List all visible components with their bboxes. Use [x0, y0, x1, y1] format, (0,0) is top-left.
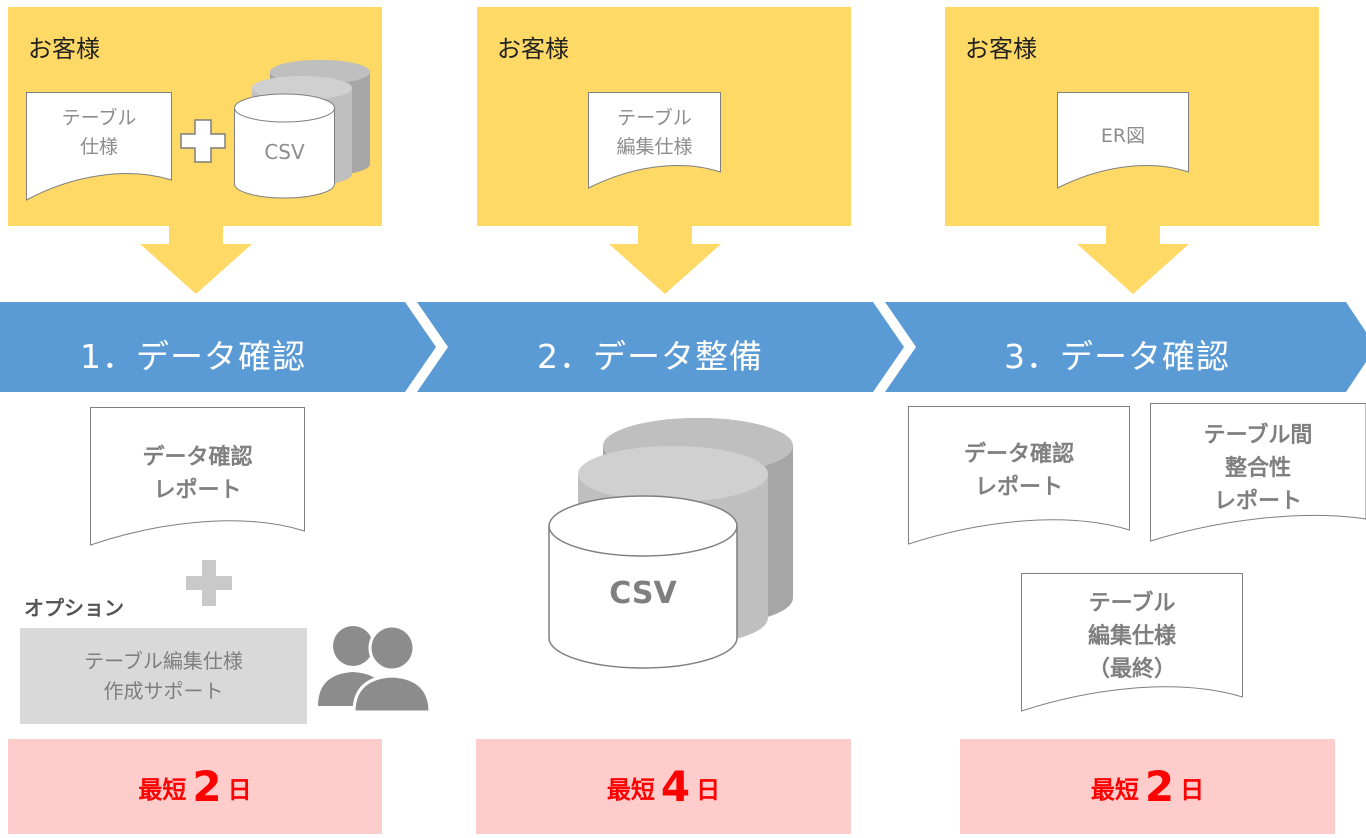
users-icon — [318, 624, 430, 712]
customer-label: お客様 — [965, 35, 1037, 63]
support-box: テーブル編集仕様 作成サポート — [20, 628, 307, 724]
csv-label: CSV — [609, 576, 677, 611]
csv-database-icon: CSV — [234, 58, 374, 200]
duration-unit: 日 — [227, 776, 252, 804]
document-data-check-report: データ確認 レポート — [908, 406, 1130, 550]
step-1-label: 1．データ確認 — [80, 337, 306, 376]
duration-number: 2 — [192, 762, 222, 811]
customer-label: お客様 — [497, 35, 569, 63]
csv-database-large-icon: CSV — [548, 418, 793, 670]
document-label: テーブル 仕様 — [61, 107, 137, 158]
customer-box-2: お客様 — [477, 7, 851, 226]
customer-label: お客様 — [28, 35, 100, 63]
document-data-check-report: データ確認 レポート — [90, 407, 305, 552]
plus-icon — [180, 119, 226, 163]
down-arrow-icon — [609, 226, 721, 294]
step-2-label: 2．データ整備 — [537, 337, 763, 376]
duration-number: 4 — [660, 762, 691, 811]
document-er-diagram: ER図 — [1057, 92, 1189, 190]
duration-unit: 日 — [1180, 776, 1205, 804]
duration-prefix: 最短 — [606, 776, 655, 804]
plus-icon — [186, 560, 232, 606]
process-banner — [0, 302, 1366, 392]
duration-unit: 日 — [696, 776, 721, 804]
document-label: テーブル 編集仕様 — [616, 107, 693, 158]
duration-prefix: 最短 — [138, 776, 187, 804]
duration-prefix: 最短 — [1090, 776, 1139, 804]
document-table-spec: テーブル 仕様 — [26, 92, 172, 202]
down-arrow-icon — [140, 226, 252, 294]
document-label: データ確認 レポート — [142, 445, 253, 503]
document-label: テーブル 編集仕様 （最終） — [1087, 591, 1176, 682]
document-consistency-report: テーブル間 整合性 レポート — [1150, 403, 1366, 547]
document-label: ER図 — [1100, 125, 1146, 147]
document-table-edit-spec: テーブル 編集仕様 — [588, 92, 721, 190]
down-arrow-icon — [1077, 226, 1189, 294]
csv-label: CSV — [264, 140, 305, 164]
step-3-label: 3．データ確認 — [1004, 337, 1230, 376]
document-final-edit-spec: テーブル 編集仕様 （最終） — [1021, 573, 1243, 718]
option-label: オプション — [24, 596, 124, 620]
document-label: データ確認 レポート — [963, 442, 1074, 500]
document-label: テーブル間 整合性 レポート — [1203, 423, 1313, 514]
duration-number: 2 — [1144, 762, 1175, 811]
